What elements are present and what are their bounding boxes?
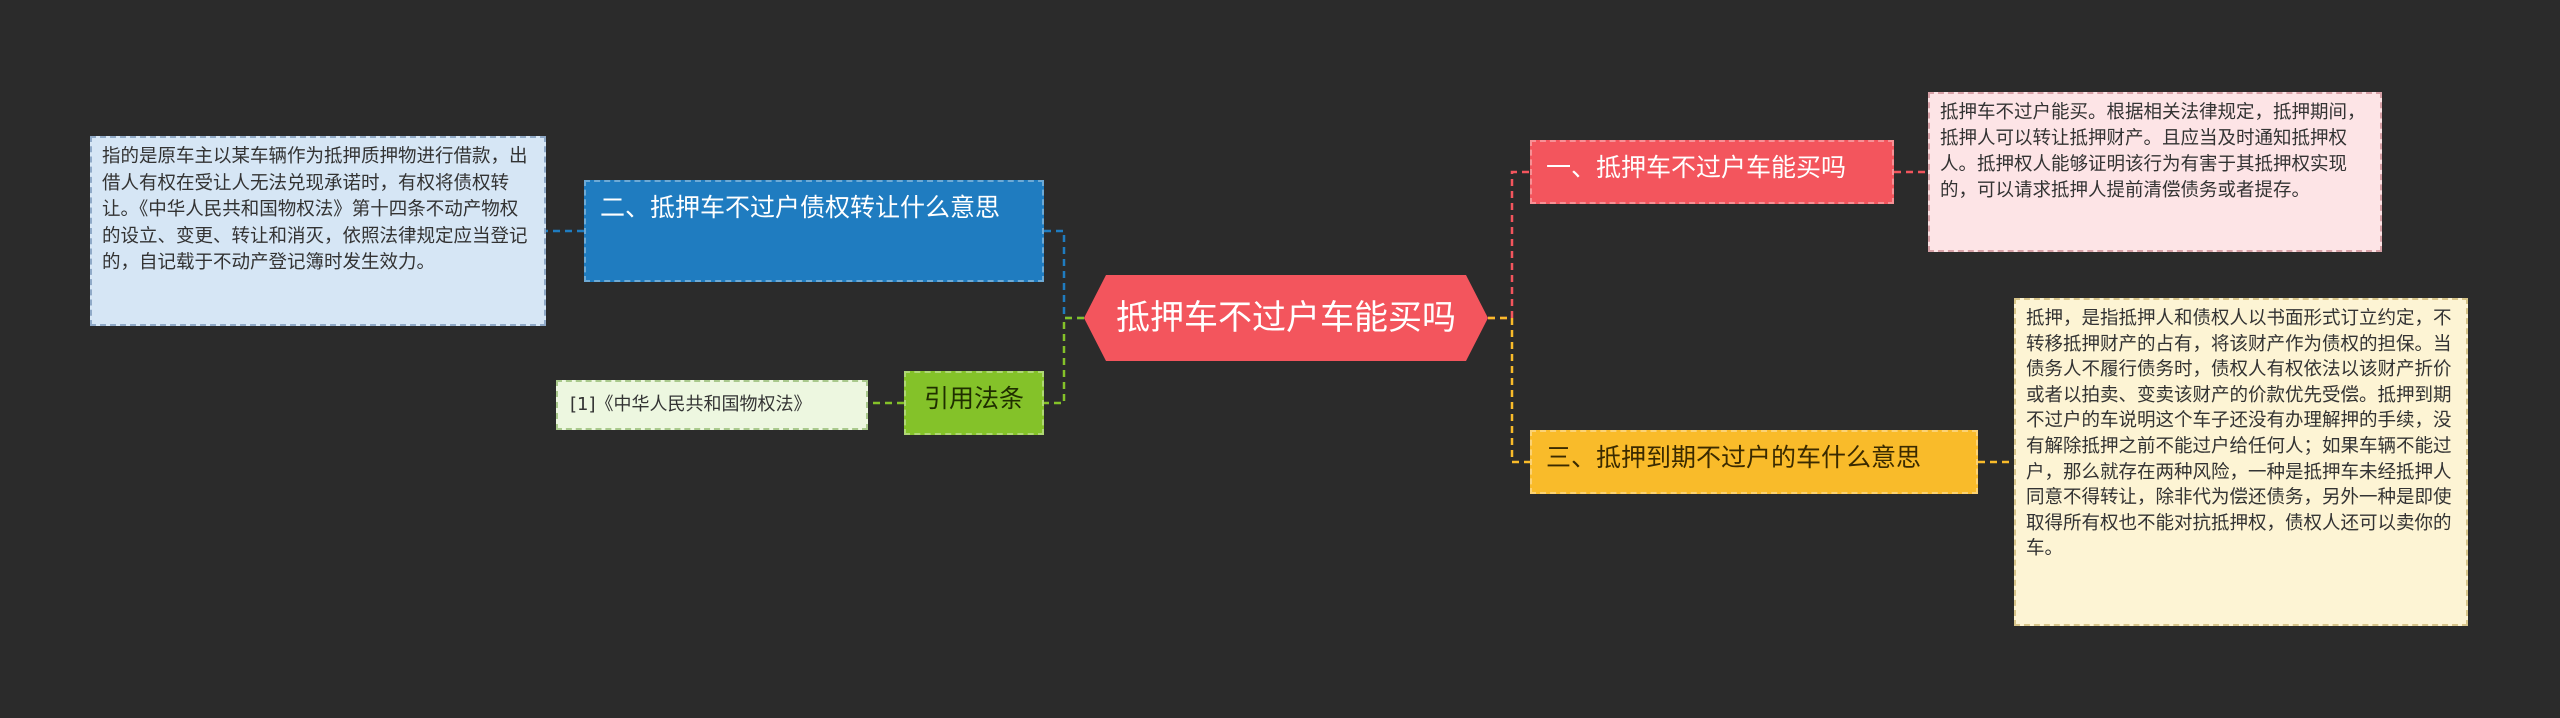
branch-topic-2[interactable]: 二、抵押车不过户债权转让什么意思 (584, 180, 1044, 282)
branch-topic-1-label: 一、抵押车不过户车能买吗 (1546, 153, 1847, 182)
leaf-citation-text: [1]《中华人民共和国物权法》 (570, 394, 812, 415)
branch-topic-cited-law-label: 引用法条 (923, 384, 1024, 413)
leaf-note-1-text: 抵押车不过户能买。根据相关法律规定，抵押期间，抵押人可以转让抵押财产。且应当及时… (1940, 102, 2366, 201)
connector-root-b2 (1044, 229, 1084, 320)
branch-topic-3-label: 三、抵押到期不过户的车什么意思 (1546, 443, 1922, 472)
leaf-note-2[interactable]: 指的是原车主以某车辆作为抵押质押物进行借款，出借人有权在受让人无法兑现承诺时，有… (90, 136, 546, 326)
branch-topic-2-label: 二、抵押车不过户债权转让什么意思 (600, 193, 1001, 222)
branch-topic-cited-law[interactable]: 引用法条 (904, 371, 1044, 435)
connector-root-b4 (1044, 316, 1084, 405)
branch-topic-1[interactable]: 一、抵押车不过户车能买吗 (1530, 140, 1894, 204)
leaf-note-3[interactable]: 抵押，是指抵押人和债权人以书面形式订立约定，不转移抵押财产的占有，将该财产作为债… (2014, 298, 2468, 626)
root-topic[interactable]: 抵押车不过户车能买吗 (1084, 275, 1488, 361)
leaf-note-3-text: 抵押，是指抵押人和债权人以书面形式订立约定，不转移抵押财产的占有，将该财产作为债… (2026, 308, 2452, 560)
connector-root-b1 (1488, 170, 1530, 320)
leaf-citation[interactable]: [1]《中华人民共和国物权法》 (556, 380, 868, 430)
root-topic-label: 抵押车不过户车能买吗 (1116, 298, 1456, 338)
leaf-note-1[interactable]: 抵押车不过户能买。根据相关法律规定，抵押期间，抵押人可以转让抵押财产。且应当及时… (1928, 92, 2382, 252)
branch-topic-3[interactable]: 三、抵押到期不过户的车什么意思 (1530, 430, 1978, 494)
leaf-note-2-text: 指的是原车主以某车辆作为抵押质押物进行借款，出借人有权在受让人无法兑现承诺时，有… (102, 146, 528, 273)
connector-root-b3 (1488, 316, 1530, 464)
